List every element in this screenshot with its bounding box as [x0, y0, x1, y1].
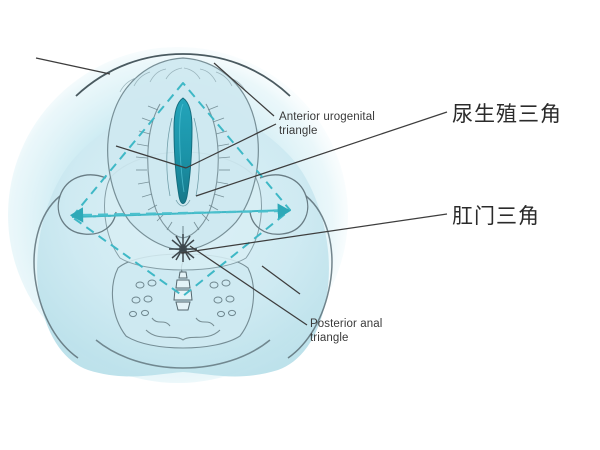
thigh-left-outline [33, 195, 79, 359]
leader-posterior-to-anus [189, 245, 308, 326]
gluteal-lower-outline [95, 339, 271, 369]
leader-cn-urogenital [195, 111, 448, 197]
leader-anterior-to-vestibule [185, 123, 277, 169]
anus [169, 234, 197, 262]
sacral-foramina-left [129, 279, 157, 318]
vulva-region [75, 53, 291, 251]
leader-anterior-upper [213, 62, 275, 117]
sacral-foramina-right [209, 279, 236, 318]
labia-minora-left [147, 103, 184, 239]
label-urogenital-triangle-cn: 尿生殖三角 [452, 102, 562, 126]
triangle-overlays [69, 82, 291, 297]
thigh-right-outline [287, 195, 333, 359]
leader-left-thigh [35, 57, 111, 75]
ischial-tuberosities [57, 174, 309, 235]
leader-lines [35, 57, 448, 326]
vestibule-highlight [179, 103, 185, 193]
ischial-tuberosity-right [249, 174, 309, 235]
leader-cn-anal [180, 213, 448, 254]
sacroiliac-detail [145, 317, 221, 341]
leader-cross-left [115, 145, 187, 169]
label-anal-triangle-cn: 肛门三角 [452, 204, 540, 228]
sacrum-coccyx-region [111, 253, 255, 349]
label-posterior-anal-triangle: Posterior anal triangle [310, 318, 383, 344]
interischial-dashed-arrow [69, 203, 291, 223]
leader-right-thigh-lower [261, 265, 301, 295]
ischial-tuberosity-left [57, 174, 117, 235]
label-anterior-urogenital-triangle: Anterior urogenital triangle [279, 111, 375, 137]
labia-minora-right [182, 103, 219, 239]
